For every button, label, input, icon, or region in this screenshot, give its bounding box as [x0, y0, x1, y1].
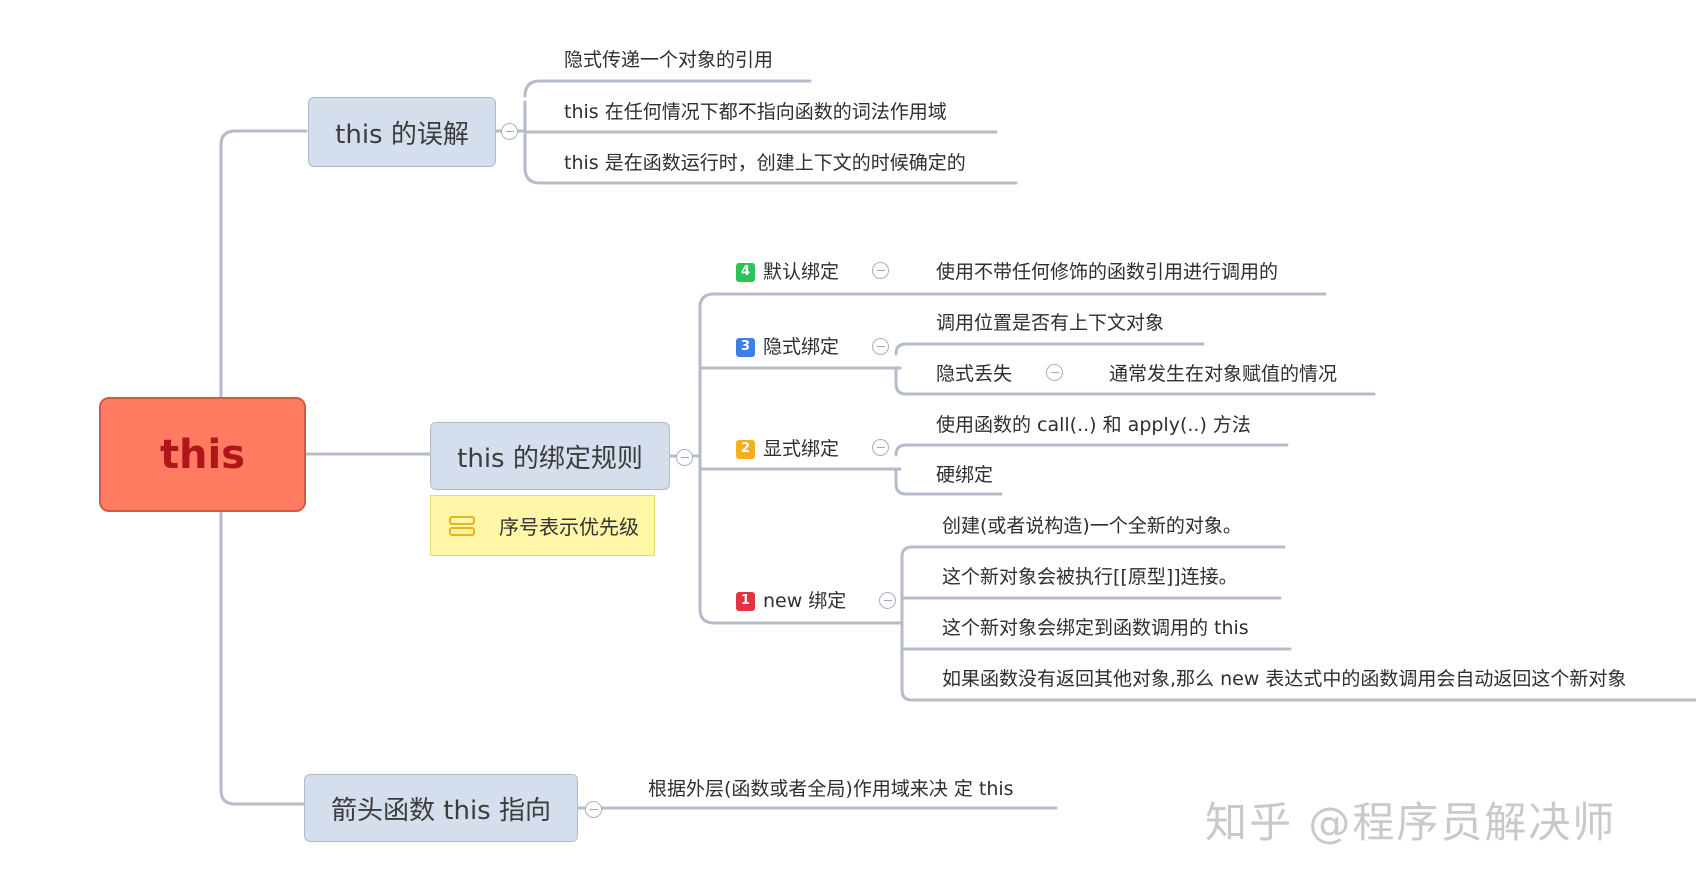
branch-misconception-label: this 的误解 — [335, 119, 469, 150]
branch-binding-label: this 的绑定规则 — [457, 443, 643, 474]
branch-binding-rules[interactable]: this 的绑定规则 — [430, 422, 670, 490]
explicit-item-1: 使用函数的 call(..) 和 apply(..) 方法 — [936, 414, 1251, 436]
collapse-binding-icon[interactable] — [676, 449, 693, 466]
misconception-item-2: this 在任何情况下都不指向函数的词法作用域 — [564, 101, 947, 123]
priority-badge: 2 — [736, 439, 755, 459]
explicit-item-2: 硬绑定 — [936, 464, 994, 486]
branch-arrow-label: 箭头函数 this 指向 — [331, 795, 551, 826]
priority-badge: 1 — [736, 591, 755, 611]
rule-new-binding[interactable]: 1 new 绑定 — [736, 589, 846, 613]
rule-label: 显式绑定 — [763, 438, 840, 460]
priority-note-text: 序号表示优先级 — [499, 515, 639, 539]
collapse-misconception-icon[interactable] — [501, 123, 518, 140]
rule-default-binding[interactable]: 4 默认绑定 — [736, 260, 839, 284]
collapse-implicit-icon[interactable] — [872, 338, 889, 355]
branch-arrow-function[interactable]: 箭头函数 this 指向 — [304, 774, 578, 842]
default-item-1: 使用不带任何修饰的函数引用进行调用的 — [936, 261, 1279, 283]
new-item-3: 这个新对象会绑定到函数调用的 this — [942, 617, 1249, 639]
misconception-item-3: this 是在函数运行时，创建上下文的时候确定的 — [564, 152, 966, 174]
misconception-item-1: 隐式传递一个对象的引用 — [564, 49, 774, 71]
branch-misconception[interactable]: this 的误解 — [308, 97, 496, 167]
implicit-item-1: 调用位置是否有上下文对象 — [936, 312, 1165, 334]
priority-badge: 3 — [736, 337, 755, 357]
rule-explicit-binding[interactable]: 2 显式绑定 — [736, 437, 839, 461]
note-icon — [449, 514, 479, 538]
new-item-2: 这个新对象会被执行[[原型]]连接。 — [942, 566, 1238, 588]
new-item-4: 如果函数没有返回其他对象,那么 new 表达式中的函数调用会自动返回这个新对象 — [942, 668, 1627, 690]
rule-label: 默认绑定 — [763, 261, 840, 283]
arrow-item-1: 根据外层(函数或者全局)作用域来决 定 this — [648, 778, 1014, 800]
watermark: 知乎 @程序员解决师 — [1205, 798, 1617, 847]
rule-label: new 绑定 — [763, 590, 847, 612]
rule-implicit-binding[interactable]: 3 隐式绑定 — [736, 335, 839, 359]
priority-badge: 4 — [736, 262, 755, 282]
collapse-explicit-icon[interactable] — [872, 439, 889, 456]
priority-note: 序号表示优先级 — [430, 495, 655, 556]
rule-label: 隐式绑定 — [763, 336, 840, 358]
implicit-loss-detail: 通常发生在对象赋值的情况 — [1109, 363, 1338, 385]
collapse-default-icon[interactable] — [872, 262, 889, 279]
collapse-arrow-icon[interactable] — [585, 801, 602, 818]
collapse-implicit-loss-icon[interactable] — [1046, 364, 1063, 381]
new-item-1: 创建(或者说构造)一个全新的对象。 — [942, 515, 1242, 537]
implicit-item-2: 隐式丢失 — [936, 363, 1013, 385]
root-node[interactable]: this — [99, 397, 306, 512]
collapse-new-icon[interactable] — [879, 592, 896, 609]
root-label: this — [159, 431, 246, 478]
